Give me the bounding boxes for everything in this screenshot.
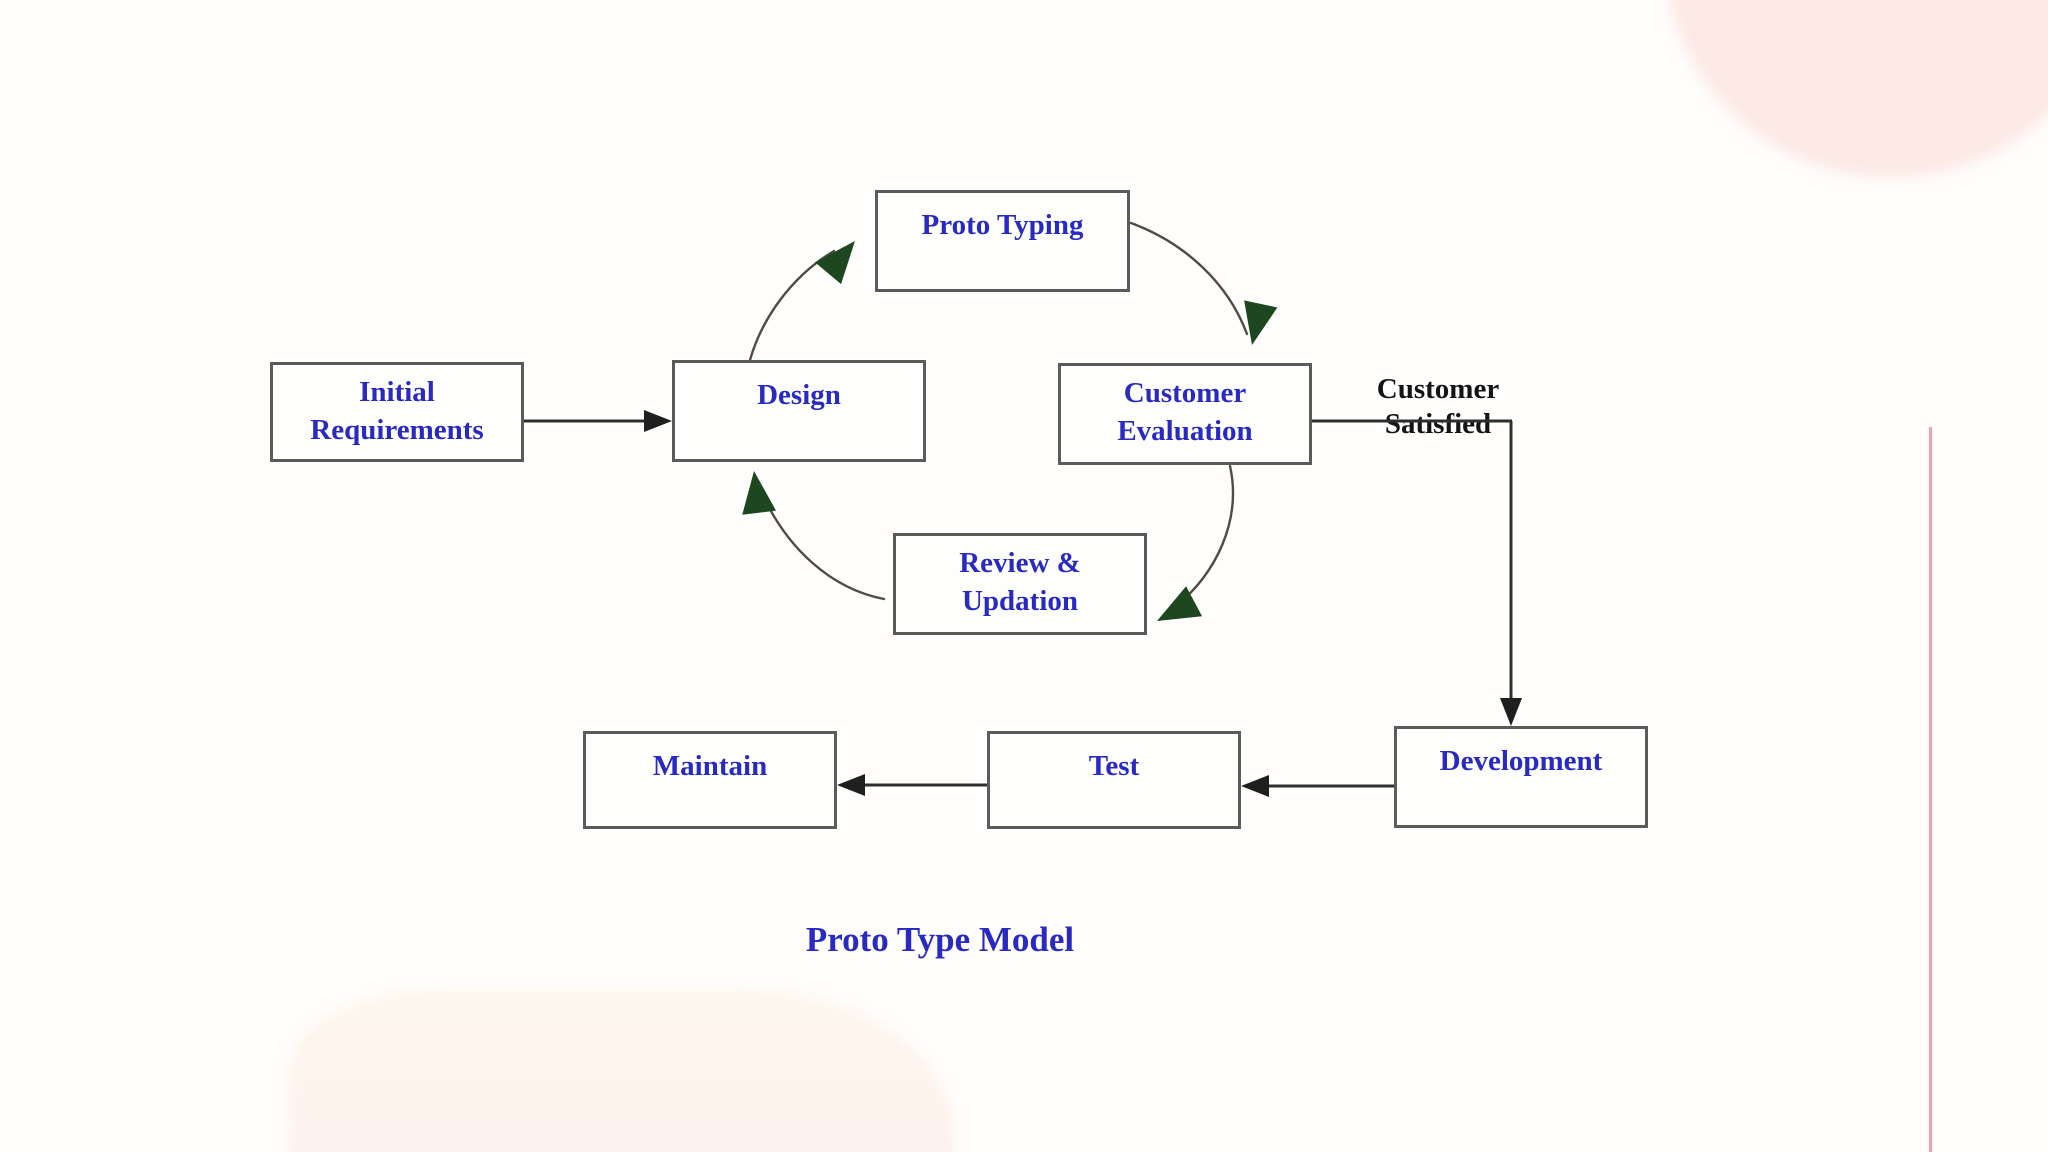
green-arrowhead-to-prototyping [814,241,855,285]
customer-satisfied-line2: Satisfied [1384,408,1492,440]
node-development: Development [1394,726,1648,828]
node-label-line1: Review & [959,547,1081,579]
right-edge-accent-line [1929,427,1932,1152]
arrowhead-into-test [1241,775,1269,797]
node-label-line2: Updation [961,585,1079,617]
node-label: Development [1439,745,1603,777]
cream-bottom-blob [288,988,956,1152]
node-proto-typing: Proto Typing [875,190,1130,292]
curve-prototyping-to-evaluation [1129,221,1249,336]
green-arrowhead-to-review [1157,586,1203,621]
node-label-line1: Customer [1123,377,1247,409]
node-initial-requirements: Initial Requirements [270,362,524,462]
arrowhead-into-design [644,410,672,432]
diagram-caption: Proto Type Model [805,920,1075,959]
customer-satisfied-label: Customer Satisfied [1358,372,1518,442]
node-review-updation: Review & Updation [893,533,1147,635]
node-label: Design [757,379,841,411]
arrowhead-into-development [1500,698,1522,726]
curve-evaluation-to-review [1174,464,1235,608]
node-label-line1: Initial [359,376,435,408]
node-maintain: Maintain [583,731,837,829]
node-label-line2: Requirements [310,414,484,446]
node-customer-evaluation: Customer Evaluation [1058,363,1312,465]
node-design: Design [672,360,926,462]
node-label: Maintain [652,750,768,782]
node-label-line2: Evaluation [1117,415,1253,447]
curve-review-to-design [758,487,886,601]
green-arrowhead-to-design [742,471,776,515]
node-test: Test [987,731,1241,829]
arrowhead-into-maintain [837,774,865,796]
node-label: Test [1088,750,1140,782]
node-label: Proto Typing [921,209,1084,241]
customer-satisfied-line1: Customer [1376,373,1500,405]
green-arrowhead-to-evaluation [1244,300,1278,345]
